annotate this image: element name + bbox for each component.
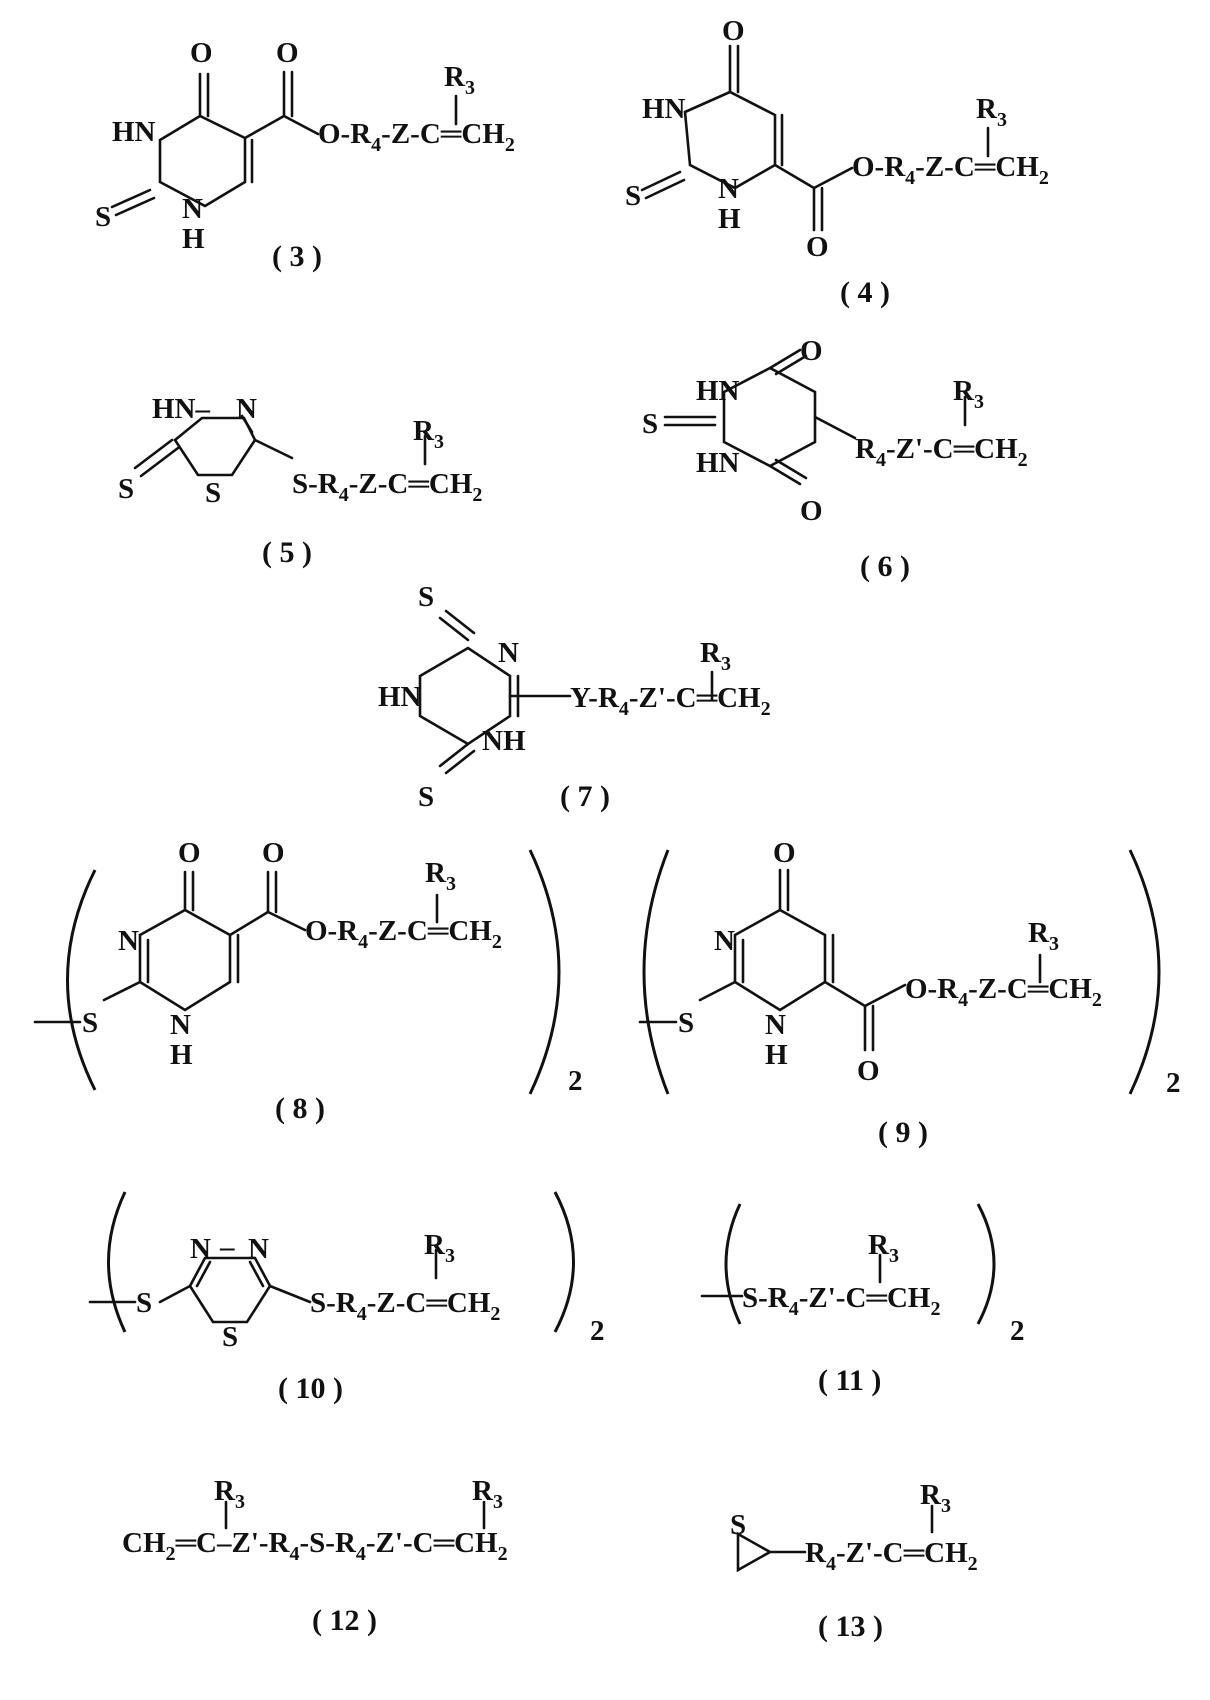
caption-10: ( 10 ) [278,1372,343,1405]
c4-r3: R3 [976,93,1007,131]
caption-13: ( 13 ) [818,1610,883,1643]
compound-7: S S N HN NH R3 Y-R4-Z'-C═CH2 ( 7 ) [378,581,771,813]
c8-ester-carbonyl-o: O [262,837,285,869]
c3-nh-n: N [182,193,203,225]
c9-nh-h: H [765,1039,788,1071]
c4-chain: O-R4-Z-C═CH2 [852,151,1049,189]
compound-6: O O HN HN S R3 R4-Z'-C═CH2 ( 6 ) [642,335,1028,583]
c12-chain: CH2═C–Z'-R4-S-R4-Z'-C═CH2 [122,1527,508,1565]
c8-oxo-o: O [178,837,201,869]
compound-10: N N – S S R3 S-R4-Z-C═CH2 2 ( 10 ) [90,1192,605,1405]
c6-hn-bottom: HN [696,447,740,479]
c10-dimer-subscript: 2 [590,1315,605,1347]
c7-hn: HN [378,681,422,713]
c3-hn: HN [112,116,156,148]
c9-r3: R3 [1028,917,1059,955]
c3-r3: R3 [444,61,475,99]
c7-nh: NH [482,725,526,757]
c8-nh-n: N [170,1009,191,1041]
c4-ester-carbonyl-o: O [806,231,829,263]
compound-8: O O N S N H R3 O-R4-Z-C═CH2 2 ( 8 ) [35,837,583,1125]
caption-12: ( 12 ) [312,1604,377,1637]
c6-chain: R4-Z'-C═CH2 [855,433,1028,471]
c3-ester-carbonyl-o: O [276,37,299,69]
c4-nh-h: H [718,203,741,235]
c6-oxo-o-top: O [800,335,823,367]
c4-oxo-o: O [722,15,745,47]
c6-thione-s: S [642,408,658,440]
c7-thione-s-bottom: S [418,781,434,813]
c13-ring-s: S [730,1509,746,1541]
c3-oxo-o: O [190,37,213,69]
c5-thione-s: S [118,473,134,505]
c10-ring-n-left: N [190,1233,211,1265]
compound-3: O O HN S N H R3 O-R4-Z-C═CH2 ( 3 ) [95,37,515,273]
c5-r3: R3 [413,415,444,453]
caption-9: ( 9 ) [878,1116,928,1149]
c11-dimer-subscript: 2 [1010,1315,1025,1347]
c4-nh-n: N [718,173,739,205]
c8-chain: O-R4-Z-C═CH2 [305,915,502,953]
c9-oxo-o: O [773,837,796,869]
c8-ring-n: N [118,925,139,957]
c9-chain: O-R4-Z-C═CH2 [905,973,1102,1011]
c11-r3: R3 [868,1229,899,1267]
caption-11: ( 11 ) [818,1364,881,1397]
c10-ring-n-right: N [248,1233,269,1265]
c12-r3-left: R3 [214,1475,245,1513]
c4-thione-s: S [625,180,641,212]
caption-4: ( 4 ) [840,276,890,309]
compound-11: R3 S-R4-Z'-C═CH2 2 ( 11 ) [702,1204,1025,1397]
caption-8: ( 8 ) [275,1092,325,1125]
c9-ester-carbonyl-o: O [857,1055,880,1087]
c6-r3: R3 [953,375,984,413]
c5-chain: S-R4-Z-C═CH2 [292,468,482,506]
c8-dimer-subscript: 2 [568,1065,583,1097]
c7-r3: R3 [700,637,731,675]
c3-nh-h: H [182,223,205,255]
c8-nh-h: H [170,1039,193,1071]
c10-ring-s: S [222,1321,238,1353]
c3-thione-s: S [95,201,111,233]
c10-r3: R3 [424,1229,455,1267]
c4-hn: HN [642,93,686,125]
c7-thione-s-top: S [418,581,434,613]
compound-4: O O HN S N H R3 O-R4-Z-C═CH2 ( 4 ) [625,15,1049,309]
c5-hn: HN– [152,393,211,425]
c10-bridge-s: S [136,1287,152,1319]
c5-ring-n: N [236,393,257,425]
c7-ring-n: N [498,637,519,669]
c12-r3-right: R3 [472,1475,503,1513]
caption-3: ( 3 ) [272,240,322,273]
c13-chain: R4-Z'-C═CH2 [805,1537,978,1575]
compound-5: HN– N S S R3 S-R4-Z-C═CH2 ( 5 ) [118,393,482,569]
c8-bridge-s: S [82,1007,98,1039]
c11-chain: S-R4-Z'-C═CH2 [742,1282,940,1320]
c6-oxo-o-bottom: O [800,495,823,527]
c6-hn-top: HN [696,375,740,407]
c7-chain: Y-R4-Z'-C═CH2 [570,682,771,720]
compound-13: S R3 R4-Z'-C═CH2 ( 13 ) [730,1479,978,1643]
compound-12: R3 R3 CH2═C–Z'-R4-S-R4-Z'-C═CH2 ( 12 ) [122,1475,508,1637]
c10-chain: S-R4-Z-C═CH2 [310,1287,500,1325]
c9-dimer-subscript: 2 [1166,1067,1181,1099]
c5-ring-s: S [205,477,221,509]
c9-nh-n: N [765,1009,786,1041]
caption-6: ( 6 ) [860,550,910,583]
caption-5: ( 5 ) [262,536,312,569]
c3-chain: O-R4-Z-C═CH2 [318,118,515,156]
caption-7: ( 7 ) [560,780,610,813]
compound-9: O O N S N H R3 O-R4-Z-C═CH2 2 ( 9 ) [640,837,1181,1149]
c13-r3: R3 [920,1479,951,1517]
c9-ring-n: N [714,925,735,957]
c9-bridge-s: S [678,1007,694,1039]
c8-r3: R3 [425,857,456,895]
c10-ring-nn-bond: – [219,1231,235,1263]
